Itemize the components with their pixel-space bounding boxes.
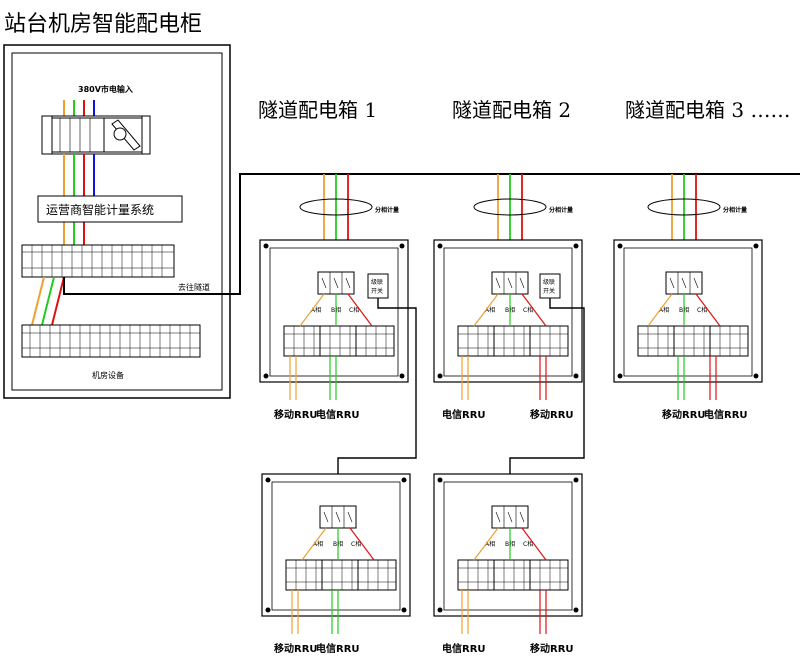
- tunnel-box-4: A相 B相 C相 移动RRU 电信RRU: [261, 473, 411, 655]
- tunnel-box-2: 分相计量 级联 开关 A相 B相 C相 电信RRU 移动RRU: [433, 174, 583, 421]
- output-label: 电信RRU: [442, 408, 486, 421]
- phase-a-label: A相: [485, 540, 495, 548]
- phase-a-label: A相: [311, 306, 321, 314]
- tunnel-box-1-title: 隧道配电箱 1: [258, 98, 377, 122]
- to-tunnel-label: 去往隧道: [178, 282, 210, 292]
- phase-c-label: C相: [523, 306, 533, 314]
- phase-c-label: C相: [523, 540, 533, 548]
- equipment-label: 机房设备: [92, 370, 124, 380]
- tunnel-box-2-title: 隧道配电箱 2: [452, 98, 571, 122]
- breaker-row-upper: [21, 244, 175, 278]
- tunnel-box-5: A相 B相 C相 电信RRU 移动RRU: [433, 473, 583, 655]
- transfer-switch: [41, 115, 151, 155]
- output-label: 电信RRU: [316, 642, 360, 655]
- phase-c-label: C相: [349, 306, 359, 314]
- phase-c-label: C相: [697, 306, 707, 314]
- phase-meter-ring: [647, 198, 721, 216]
- cascade-switch-label: 级联: [371, 278, 383, 286]
- output-label: 移动RRU: [530, 642, 574, 655]
- tunnel-box-3: 分相计量 A相 B相 C相 移动RRU 电信RRU: [613, 174, 763, 421]
- phase-a-label: A相: [313, 540, 323, 548]
- input-label: 380V市电输入: [78, 84, 133, 94]
- output-label: 移动RRU: [662, 408, 706, 421]
- output-label: 电信RRU: [316, 408, 360, 421]
- phase-metering-label: 分相计量: [723, 206, 747, 214]
- output-label: 移动RRU: [274, 642, 318, 655]
- output-label: 移动RRU: [274, 408, 318, 421]
- cascade-link-1: [337, 298, 417, 506]
- cascade-switch-label-2: 开关: [371, 287, 383, 295]
- tunnel-box-3-title: 隧道配电箱 3 ……: [625, 98, 790, 122]
- phase-a-label: A相: [485, 306, 495, 314]
- tunnel-box-1: 分相计量 级联 开关 A相 B相 C相 移动RRU 电信RRU: [259, 174, 409, 421]
- output-label: 电信RRU: [704, 408, 748, 421]
- metering-system-label: 运营商智能计量系统: [46, 202, 154, 217]
- room-cabinet-title: 站台机房智能配电柜: [4, 12, 202, 37]
- metering-system-box: [37, 195, 183, 223]
- phase-metering-label: 分相计量: [549, 206, 573, 214]
- breaker-row-lower: [21, 324, 201, 358]
- phase-meter-ring: [473, 198, 547, 216]
- cascade-switch-label: 级联: [543, 278, 555, 286]
- cascade-switch-label-2: 开关: [543, 287, 555, 295]
- phase-metering-label: 分相计量: [375, 206, 399, 214]
- output-label: 电信RRU: [442, 642, 486, 655]
- tunnel-feeder-line: [63, 173, 800, 295]
- phase-meter-ring: [299, 198, 373, 216]
- phase-c-label: C相: [351, 540, 361, 548]
- room-cabinet: 380V市电输入 运营商智能计量系统: [3, 44, 800, 399]
- phase-a-label: A相: [659, 306, 669, 314]
- cascade-link-2: [509, 298, 585, 506]
- output-label: 移动RRU: [530, 408, 574, 421]
